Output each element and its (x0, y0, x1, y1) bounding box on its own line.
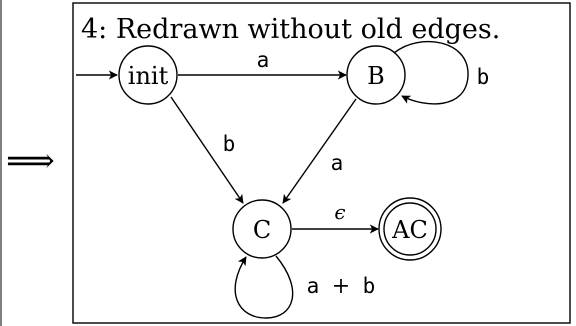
node-c-label: C (253, 216, 271, 244)
node-c: C (232, 199, 292, 259)
panel-title: 4: Redrawn without old edges. (81, 14, 500, 45)
node-b-label: B (367, 62, 385, 90)
node-b: B (346, 45, 406, 105)
edge-b-self-loop (393, 40, 469, 105)
label-c-self-a: a (307, 274, 320, 298)
node-ac-label: AC (391, 216, 428, 244)
node-init: init (118, 45, 178, 105)
label-init-to-c: b (223, 132, 236, 156)
edge-b-to-c (282, 98, 357, 204)
panel-frame (72, 2, 571, 324)
node-init-label: init (128, 62, 169, 90)
label-init-to-b: a (257, 48, 270, 72)
node-ac-accepting: AC (378, 197, 442, 261)
implies-arrow: ⟹ (6, 141, 55, 181)
edge-init-to-c (170, 96, 244, 204)
label-b-self-loop: b (477, 65, 490, 89)
label-c-self-plus: + (332, 274, 350, 299)
edge-c-self-loop (234, 255, 294, 319)
label-c-self-b: b (363, 274, 376, 298)
label-c-to-ac: ϵ (334, 200, 345, 224)
label-b-to-c: a (331, 151, 344, 175)
